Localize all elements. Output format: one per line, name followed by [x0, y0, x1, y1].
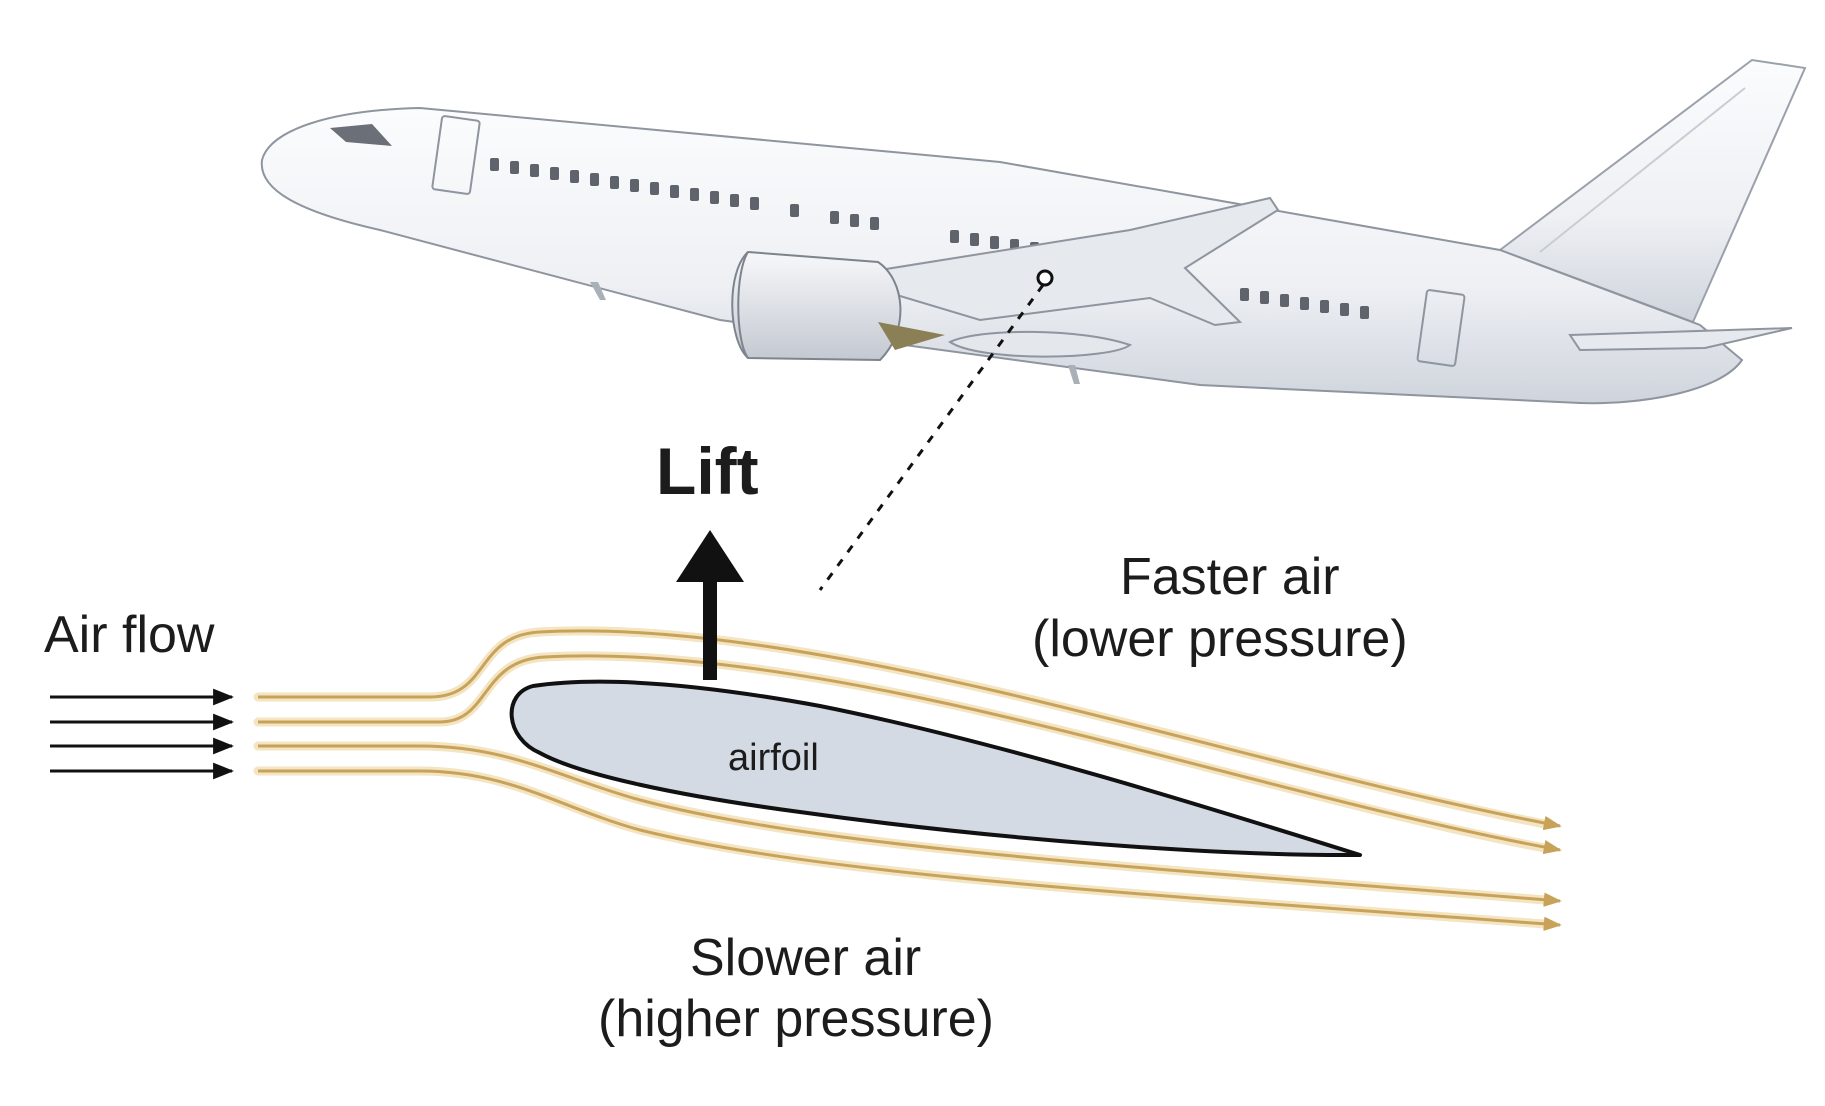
leader-line — [818, 284, 1045, 591]
lift-arrow-icon — [676, 530, 744, 680]
faster-air-label: Faster air — [1120, 548, 1340, 606]
streamline-lower-2 — [258, 769, 1562, 931]
airfoil-shape — [509, 679, 1362, 858]
airfoil-label: airfoil — [728, 737, 819, 779]
higher-pressure-label: (higher pressure) — [598, 990, 994, 1048]
streamline-upper-2 — [258, 654, 1562, 855]
streamline-upper-1 — [258, 629, 1562, 831]
lift-label: Lift — [656, 434, 759, 508]
streamline-lower-1 — [258, 744, 1562, 907]
airflow-arrow-icon — [50, 688, 235, 780]
lower-pressure-label: (lower pressure) — [1032, 610, 1408, 668]
slower-air-label: Slower air — [690, 929, 921, 987]
air-flow-label: Air flow — [44, 606, 215, 664]
airplane-illustration — [260, 58, 1807, 405]
streamlines — [253, 626, 1562, 931]
